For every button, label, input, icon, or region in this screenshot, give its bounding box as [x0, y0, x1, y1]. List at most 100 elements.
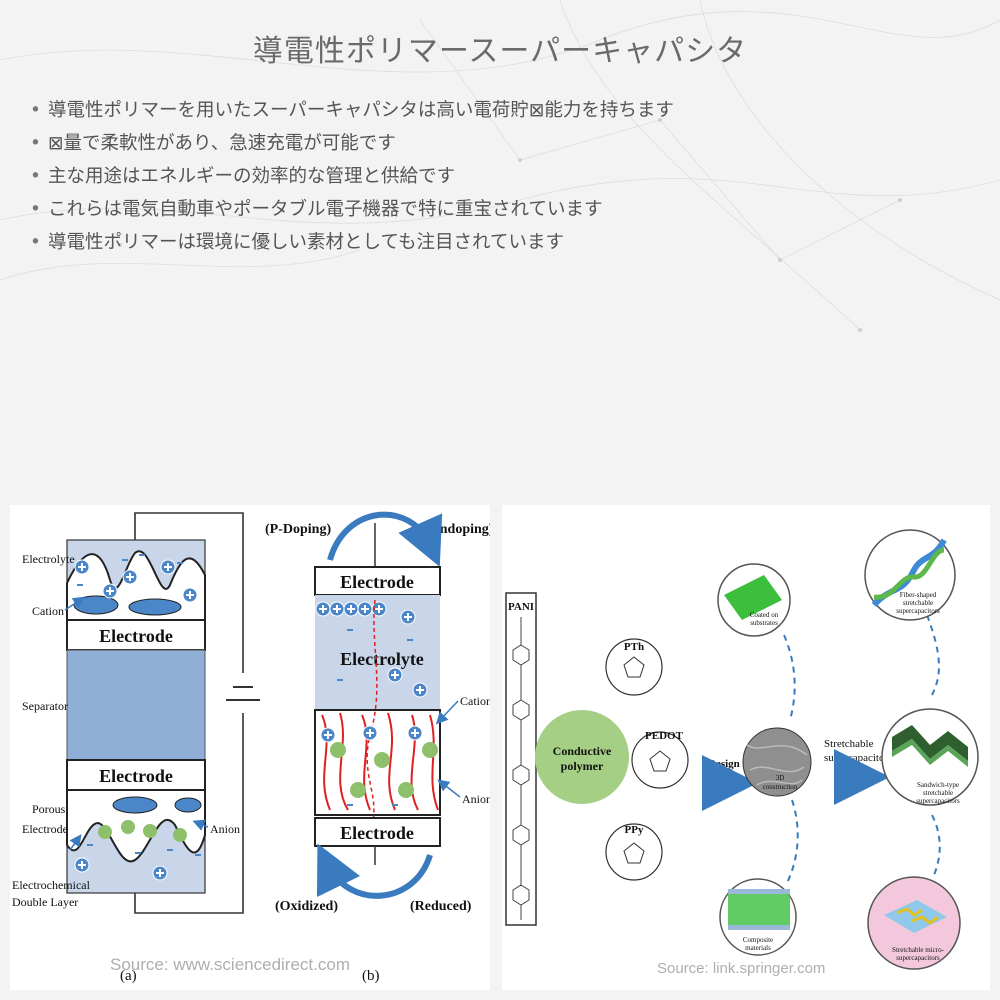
- page-title: 導電性ポリマースーパーキャパシタ: [252, 34, 748, 69]
- bullet-item: •主な用途はエネルギーの効率的な管理と供給です: [30, 160, 674, 193]
- plus-ion-icon: [74, 857, 90, 873]
- anion-dot: [422, 742, 438, 758]
- label-ppy: PPy: [625, 824, 644, 836]
- label-ecdl: Double Layer: [12, 895, 78, 909]
- label-fiber: supercapacitors: [896, 607, 940, 615]
- double-arrow-icon: [317, 843, 433, 899]
- plus-ion-icon: [315, 601, 331, 617]
- label-stretchable: supercapacitor: [824, 752, 888, 764]
- anion-dot: [330, 742, 346, 758]
- label-conductive: polymer: [561, 759, 604, 773]
- polymer-chains: [321, 712, 439, 811]
- label-porous: Porous: [32, 802, 66, 816]
- label-cation-b: Cation: [460, 694, 490, 708]
- label-porous: Electrode: [22, 822, 68, 836]
- label-anion: Anion: [210, 822, 240, 836]
- anion-dot: [173, 828, 187, 842]
- electrode-label: Electrode: [340, 823, 414, 843]
- bullet-dot-icon: •: [30, 232, 41, 253]
- electrolyte-label: Electrolyte: [340, 649, 424, 669]
- label-sandwich: Sandwich-type: [917, 781, 959, 789]
- plus-ion-icon: [400, 609, 416, 625]
- label-fiber: stretchable: [903, 599, 933, 607]
- label-electrolyte: Electrolyte: [22, 552, 75, 566]
- electrode-label: Electrode: [99, 626, 173, 646]
- label-3d: 3D: [776, 774, 785, 782]
- electrode-top-a: [66, 619, 206, 651]
- figure-stretchable-supercapacitor: PANI Conductive polymer PTh PEDOT PPy De…: [502, 505, 990, 990]
- electrode-top-b: [314, 566, 441, 596]
- bullet-item: •⊠量で柔軟性があり、急速充電が可能です: [30, 127, 674, 160]
- bullet-item: •これらは電気自動車やポータブル電子機器で特に重宝されています: [30, 193, 674, 226]
- cation-cluster: [73, 595, 119, 615]
- plus-ion-icon: [407, 725, 423, 741]
- green-film: [724, 575, 782, 620]
- label-pedot: PEDOT: [645, 730, 684, 742]
- label-oxidized: (Oxidized): [275, 899, 338, 914]
- cation-cluster: [112, 796, 158, 814]
- bullet-item: •導電性ポリマーを用いたスーパーキャパシタは高い電荷貯⊠能力を持ちます: [30, 94, 674, 127]
- plus-ion-icon: [387, 667, 403, 683]
- plus-ion-icon: [362, 725, 378, 741]
- label-p-doping: (P-Doping): [265, 522, 331, 537]
- label-undoping: (Undoping): [425, 522, 490, 537]
- source-label[interactable]: Source: www.sciencedirect.com: [110, 955, 350, 974]
- circuit-wire: [134, 713, 244, 914]
- label-design: Design: [708, 758, 740, 770]
- plus-ion-icon: [160, 559, 176, 575]
- label-sandwich: supercapacitors: [916, 797, 960, 805]
- bullet-item: •導電性ポリマーは環境に優しい素材としても注目されています: [30, 226, 674, 259]
- plus-ion-icon: [152, 865, 168, 881]
- label-cation: Cation: [32, 604, 64, 618]
- pedot-circle: [631, 731, 689, 789]
- anion-dot: [143, 824, 157, 838]
- label-micro: Stretchable micro-: [892, 946, 945, 954]
- bullet-dot-icon: •: [30, 166, 41, 187]
- panel-label-a: (a): [120, 968, 137, 984]
- label-ecdl: Electrochemical: [12, 878, 91, 892]
- bullet-dot-icon: •: [30, 133, 41, 154]
- bullet-dot-icon: •: [30, 199, 41, 220]
- bullet-dot-icon: •: [30, 100, 41, 121]
- cation-cluster: [128, 598, 182, 616]
- cation-cluster: [174, 797, 202, 813]
- label-anion-b: Anion: [462, 792, 490, 806]
- label-pani: PANI: [508, 601, 534, 613]
- background-network-pattern: [0, 0, 1000, 332]
- plus-ion-icon: [412, 682, 428, 698]
- label-composite: Composite: [743, 936, 773, 944]
- label-coated: Coated on: [750, 611, 779, 619]
- plus-ion-icon: [343, 601, 359, 617]
- circuit-wire: [134, 512, 244, 673]
- electrode-label: Electrode: [99, 766, 173, 786]
- electrode-bottom-b: [314, 817, 441, 847]
- design-diagram: PANI Conductive polymer PTh PEDOT PPy De…: [505, 529, 979, 970]
- plus-ion-icon: [182, 587, 198, 603]
- plus-ion-icon: [329, 601, 345, 617]
- plus-ion-icon: [320, 727, 336, 743]
- porous-electrode-bottom: [66, 789, 206, 863]
- pth-circle: [605, 638, 663, 696]
- anion-dot: [98, 825, 112, 839]
- plus-ion-icon: [102, 583, 118, 599]
- label-reduced: (Reduced): [410, 899, 472, 914]
- bullet-list: •導電性ポリマーを用いたスーパーキャパシタは高い電荷貯⊠能力を持ちます •⊠量で…: [30, 94, 674, 259]
- electrode-bottom-a: [66, 759, 206, 791]
- plus-ion-icon: [122, 569, 138, 585]
- label-micro: supercapacitors: [896, 954, 940, 962]
- label-3d: construction: [763, 783, 798, 791]
- label-separator: Separator: [22, 699, 68, 713]
- label-pth: PTh: [624, 641, 644, 653]
- separator-region: [66, 649, 206, 761]
- label-conductive: Conductive: [553, 744, 612, 758]
- source-label[interactable]: Source: link.springer.com: [657, 960, 826, 977]
- panel-label-b: (b): [362, 968, 380, 984]
- double-arrow-icon: [327, 511, 443, 567]
- ppy-circle: [605, 823, 663, 881]
- anion-dot: [398, 782, 414, 798]
- electrode-label: Electrode: [340, 572, 414, 592]
- plus-ion-icon: [357, 601, 373, 617]
- label-composite: materials: [745, 944, 771, 952]
- schematic-diagram: Electrode Electrode Electrolyte Cation S…: [12, 511, 490, 984]
- conductive-polymer-circle: [535, 710, 629, 804]
